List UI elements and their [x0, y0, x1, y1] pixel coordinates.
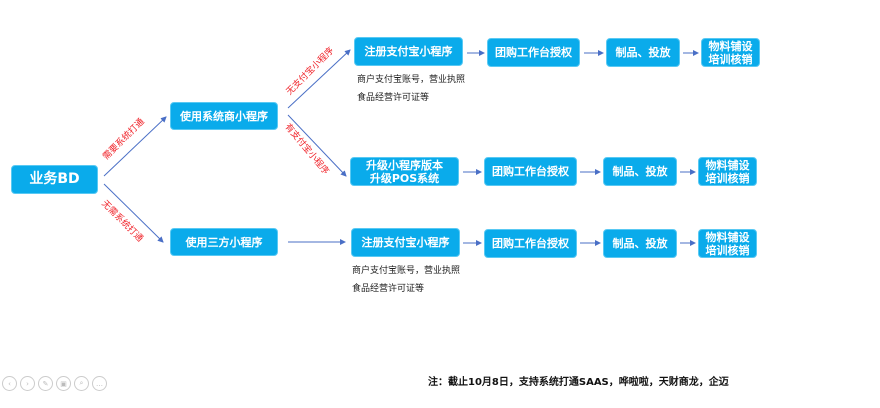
- node-material-3: 物料铺设培训核销: [698, 229, 757, 258]
- node-third-party-miniprogram: 使用三方小程序: [170, 228, 278, 256]
- note-line2: 食品经营许可证等: [357, 93, 430, 103]
- node-register-alipay-3: 注册支付宝小程序: [351, 228, 460, 257]
- root-node-business-bd: 业务BD: [11, 165, 98, 194]
- material-line1: 物料铺设: [708, 39, 753, 53]
- more-icon[interactable]: …: [92, 376, 107, 391]
- next-icon[interactable]: ›: [20, 376, 35, 391]
- material-line2: 培训核销: [708, 52, 753, 66]
- upgrade-line2: 升级POS系统: [369, 171, 440, 185]
- requirements-note-1: 商户支付宝账号，营业执照食品经营许可证等: [357, 71, 465, 107]
- node-material-2: 物料铺设培训核销: [698, 157, 757, 186]
- footer-note: 注：截止10月8日，支持系统打通SAAS，哗啦啦，天财商龙，企迈: [428, 377, 729, 388]
- note-line1: 商户支付宝账号，营业执照: [352, 266, 461, 276]
- node-group-auth-2: 团购工作台授权: [484, 157, 577, 186]
- material-line2: 培训核销: [705, 171, 750, 185]
- node-register-alipay-1: 注册支付宝小程序: [354, 37, 463, 66]
- node-make-3: 制品、投放: [603, 229, 677, 258]
- material-line1: 物料铺设: [705, 158, 750, 172]
- zoom-icon[interactable]: ⌕: [74, 376, 89, 391]
- note-line2: 食品经营许可证等: [352, 284, 425, 294]
- material-line2: 培训核销: [705, 243, 750, 257]
- node-make-1: 制品、投放: [606, 38, 680, 67]
- node-group-auth-1: 团购工作台授权: [487, 38, 580, 67]
- node-system-miniprogram: 使用系统商小程序: [170, 102, 278, 130]
- node-material-1: 物料铺设培训核销: [701, 38, 760, 67]
- prev-icon[interactable]: ‹: [2, 376, 17, 391]
- node-upgrade: 升级小程序版本升级POS系统: [350, 157, 459, 186]
- pen-icon[interactable]: ✎: [38, 376, 53, 391]
- node-group-auth-3: 团购工作台授权: [484, 229, 577, 258]
- requirements-note-3: 商户支付宝账号，营业执照食品经营许可证等: [352, 262, 460, 298]
- slide-nav-toolbar: ‹ › ✎ ▣ ⌕ …: [2, 376, 107, 391]
- slides-icon[interactable]: ▣: [56, 376, 71, 391]
- material-line1: 物料铺设: [705, 230, 750, 244]
- note-line1: 商户支付宝账号，营业执照: [357, 75, 466, 85]
- upgrade-line1: 升级小程序版本: [366, 158, 443, 172]
- node-make-2: 制品、投放: [603, 157, 677, 186]
